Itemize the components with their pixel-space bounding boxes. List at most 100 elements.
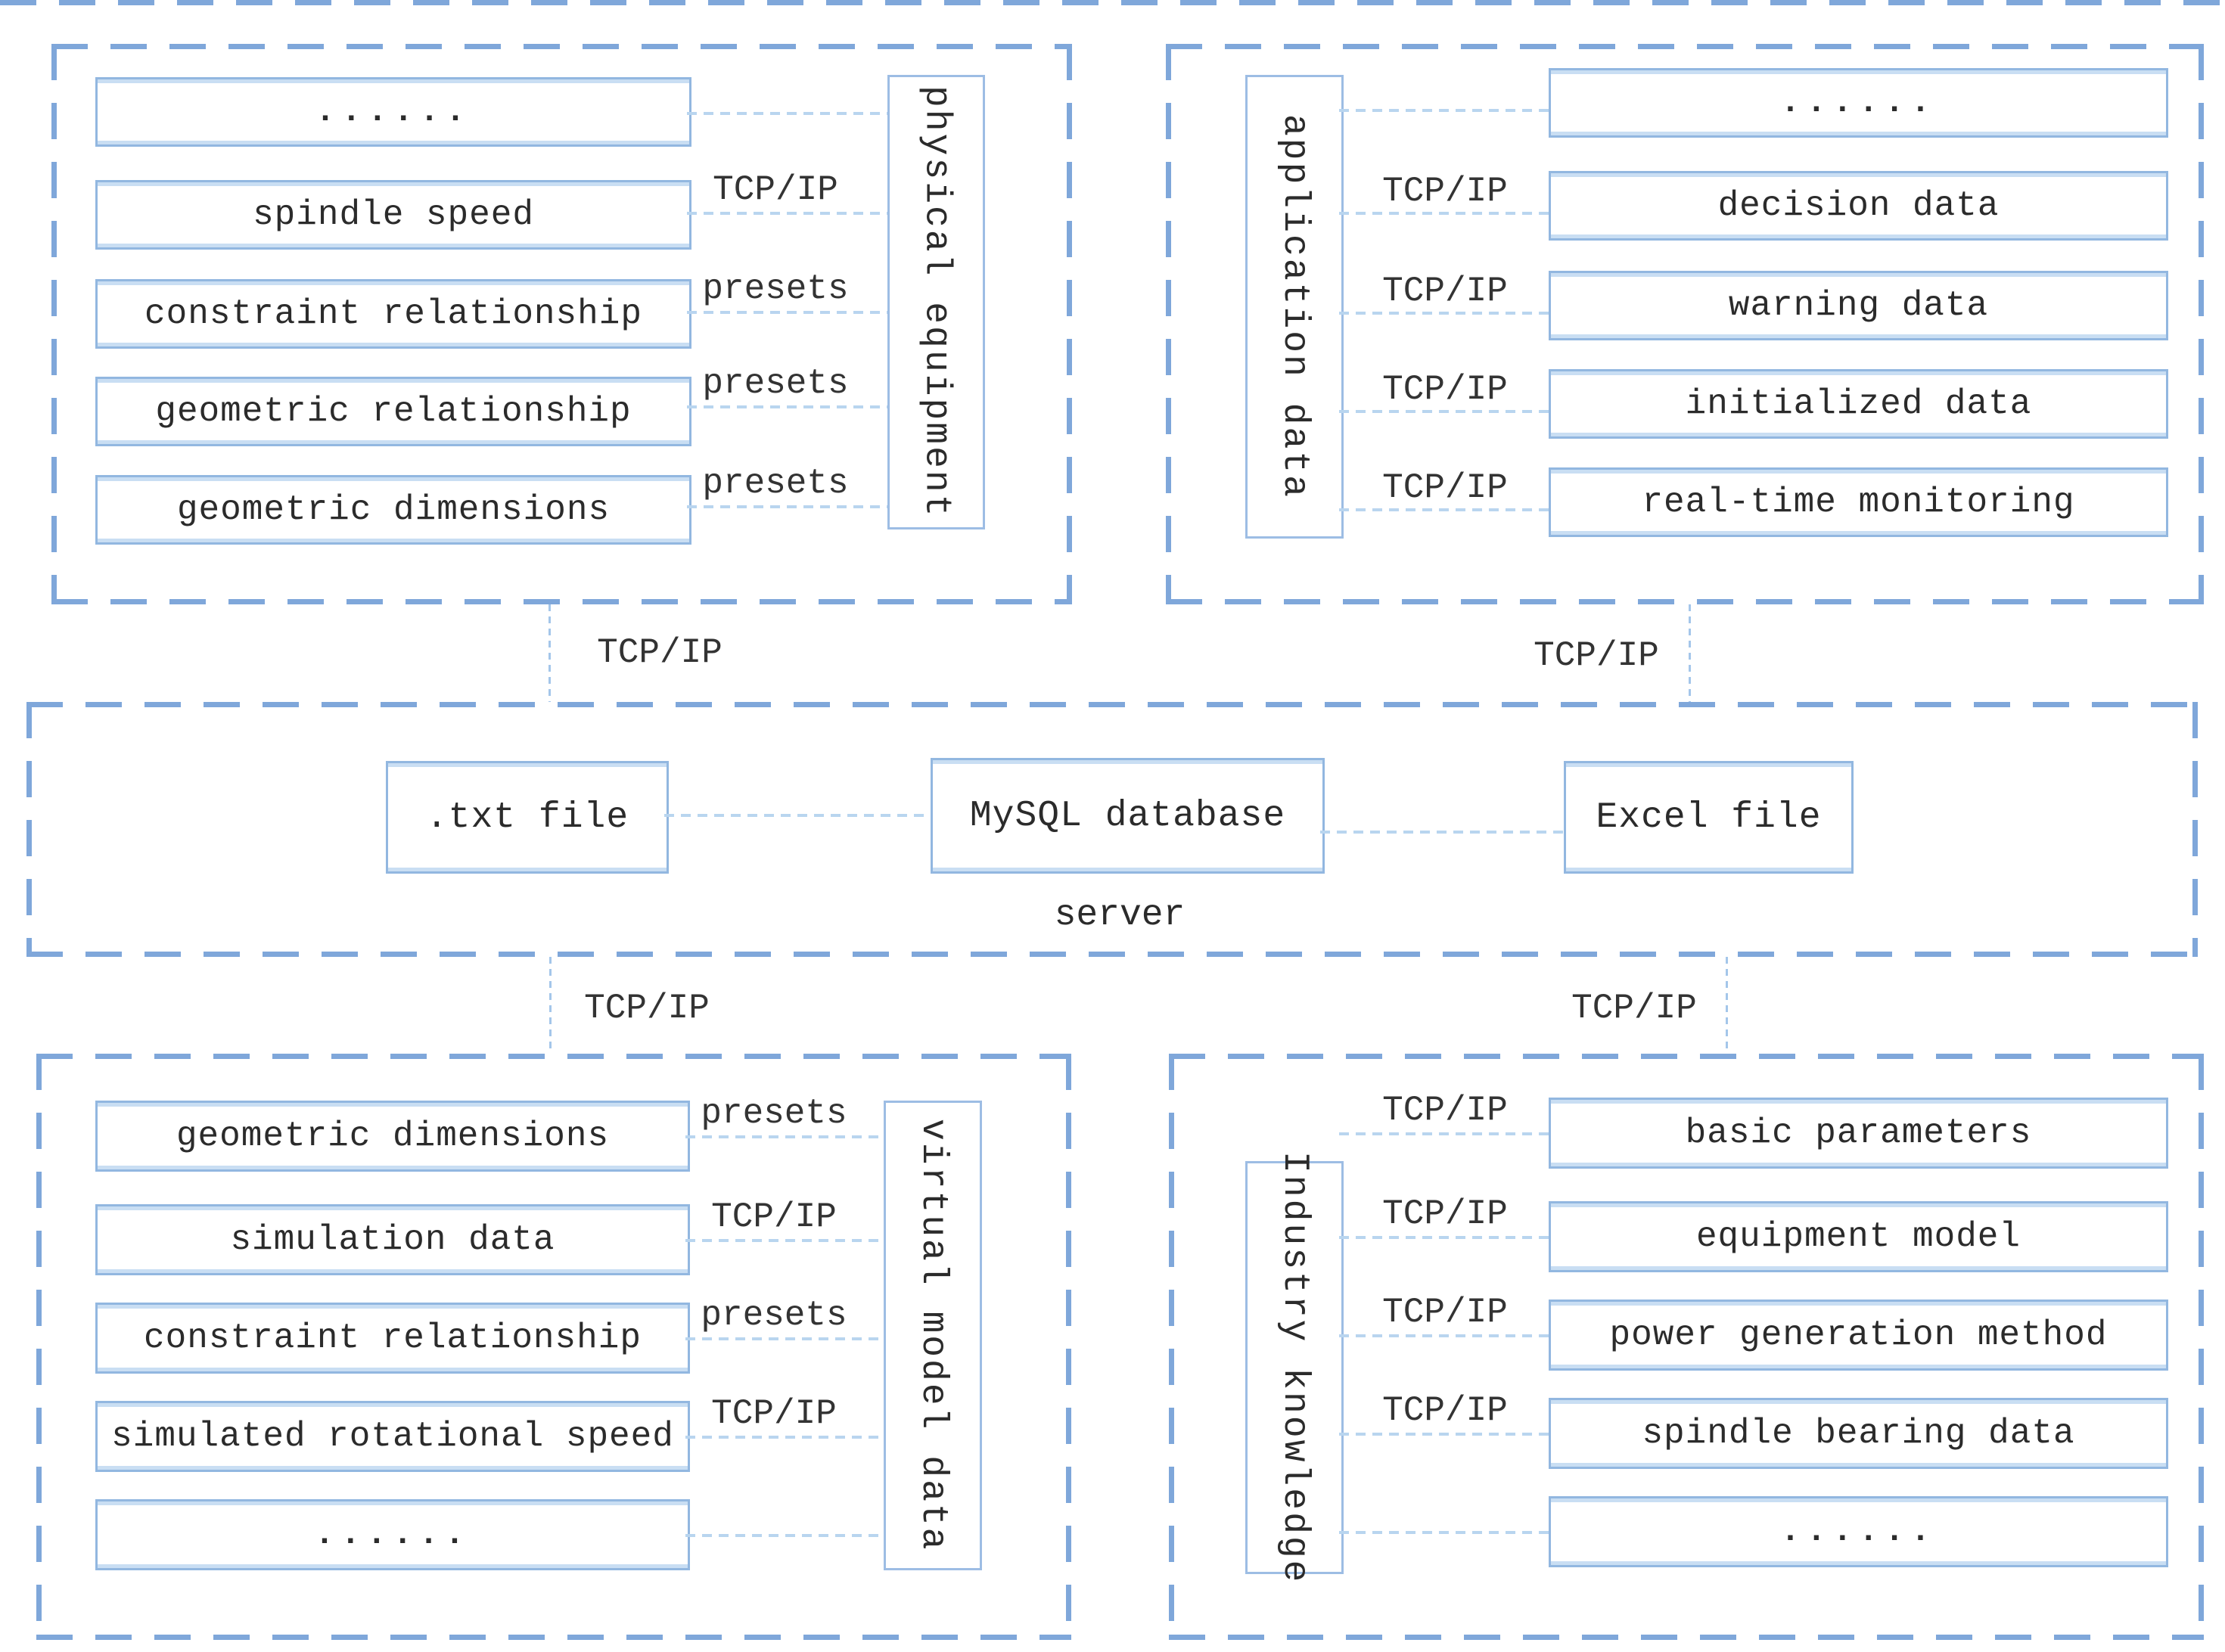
node-ellipsis-industry: ...... (1549, 1496, 2168, 1567)
node-label: decision data (1717, 186, 2000, 225)
connector-label: TCP/IP (1354, 368, 1536, 407)
node-ellipsis-physical: ...... (95, 77, 691, 147)
node-simulated-rotational-speed: simulated rotational speed (95, 1401, 690, 1472)
node-label: simulated rotational speed (111, 1417, 674, 1456)
node-label: constraint relationship (145, 294, 642, 334)
connector-label: presets (681, 461, 870, 501)
node-label: MySQL database (969, 795, 1286, 837)
node-label: geometric relationship (155, 392, 632, 431)
connector-line (687, 311, 887, 314)
connector-line (685, 1239, 884, 1242)
connector-line (1339, 312, 1549, 315)
trunk-line-bottom-right (1726, 957, 1728, 1054)
group-title-text: Industry knowledge (1274, 1150, 1315, 1585)
node-label: real-time monitoring (1642, 483, 2075, 522)
connector-line (685, 1135, 884, 1138)
link-protocol: TCP/IP (1382, 172, 1508, 211)
trunk-line-bottom-left (549, 957, 552, 1054)
link-protocol: TCP/IP (584, 989, 710, 1028)
link-protocol: presets (702, 269, 849, 309)
node-label: spindle bearing data (1642, 1414, 2075, 1453)
link-protocol: TCP/IP (1382, 1293, 1508, 1332)
node-label: ...... (1780, 1513, 1937, 1551)
node-geometric-relationship: geometric relationship (95, 377, 691, 446)
trunk-line-top-left (548, 604, 551, 702)
connector-line (1339, 1132, 1549, 1135)
link-protocol: presets (702, 364, 849, 403)
connector-label: TCP/IP (1354, 1389, 1536, 1428)
node-label: Excel file (1596, 796, 1822, 838)
connector-line (1339, 1531, 1549, 1534)
node-constraint-relationship: constraint relationship (95, 279, 691, 349)
node-label: warning data (1728, 286, 1989, 325)
node-decision-data: decision data (1549, 171, 2168, 241)
connector-line (1339, 212, 1549, 215)
node-ellipsis-virtual: ...... (95, 1499, 690, 1570)
connector-line (1339, 1334, 1549, 1337)
connector-label: TCP/IP (1354, 169, 1536, 209)
connector-label: TCP/IP (681, 168, 870, 207)
connector-line (687, 505, 887, 508)
link-protocol: TCP/IP (1571, 989, 1697, 1028)
connector-label: TCP/IP (1354, 1088, 1536, 1128)
connector-line (1320, 831, 1564, 834)
trunk-line-top-right (1689, 604, 1691, 702)
link-protocol: TCP/IP (1382, 272, 1508, 311)
node-label: ...... (314, 1516, 471, 1554)
node-label: geometric dimensions (176, 1116, 610, 1156)
node-label: .txt file (425, 796, 629, 838)
node-label: geometric dimensions (176, 490, 611, 529)
node-geometric-dimensions: geometric dimensions (95, 475, 691, 545)
top-border-artifact (0, 0, 2225, 5)
node-simulation-data: simulation data (95, 1204, 690, 1275)
node-spindle-bearing-data: spindle bearing data (1549, 1398, 2168, 1469)
link-protocol: TCP/IP (1382, 1391, 1508, 1430)
group-title-industry-knowledge: Industry knowledge (1245, 1151, 1344, 1584)
node-excel-file: Excel file (1564, 761, 1854, 874)
node-label: ...... (1780, 84, 1937, 122)
node-real-time-monitoring: real-time monitoring (1549, 467, 2168, 537)
connector-label: presets (681, 362, 870, 401)
node-equipment-model: equipment model (1549, 1201, 2168, 1272)
group-title-virtual-model-data: virtual model data (884, 1101, 982, 1570)
node-ellipsis-application: ...... (1549, 68, 2168, 138)
node-label: simulation data (230, 1220, 555, 1259)
node-basic-parameters: basic parameters (1549, 1098, 2168, 1169)
connector-line (664, 814, 931, 817)
node-label: equipment model (1695, 1217, 2021, 1256)
connector-line (687, 112, 887, 115)
connector-label: presets (679, 1293, 869, 1333)
connector-line (1339, 1236, 1549, 1239)
node-label: constraint relationship (144, 1318, 642, 1358)
node-label: ...... (315, 93, 472, 131)
node-label: initialized data (1685, 384, 2032, 424)
node-geometric-dimensions-virtual: geometric dimensions (95, 1101, 690, 1172)
link-protocol: TCP/IP (1382, 1091, 1508, 1130)
link-protocol: presets (701, 1296, 847, 1335)
node-initialized-data: initialized data (1549, 369, 2168, 439)
server-caption: server (968, 893, 1271, 938)
link-protocol: TCP/IP (1382, 370, 1508, 409)
trunk-label-top-right: TCP/IP (1513, 631, 1680, 673)
node-warning-data: warning data (1549, 271, 2168, 340)
group-title-text: virtual model data (912, 1119, 953, 1552)
connector-line (1339, 1433, 1549, 1436)
link-protocol: TCP/IP (713, 170, 838, 210)
link-protocol: TCP/IP (597, 633, 723, 672)
node-label: basic parameters (1685, 1113, 2032, 1153)
connector-line (1339, 410, 1549, 413)
node-spindle-speed: spindle speed (95, 180, 691, 250)
connector-line (685, 1337, 884, 1340)
group-title-physical-equipment: physical equipment (887, 75, 985, 529)
link-protocol: TCP/IP (1382, 1194, 1508, 1234)
connector-label: TCP/IP (679, 1195, 869, 1234)
group-title-application-data: application data (1245, 75, 1344, 539)
connector-label: presets (681, 267, 870, 306)
link-protocol: presets (702, 464, 849, 503)
connector-line (1339, 508, 1549, 511)
node-mysql-database: MySQL database (931, 758, 1325, 874)
server-caption-text: server (1054, 895, 1186, 936)
group-title-text: physical equipment (915, 85, 957, 519)
connector-line (687, 212, 887, 215)
connector-label: TCP/IP (1354, 1290, 1536, 1330)
